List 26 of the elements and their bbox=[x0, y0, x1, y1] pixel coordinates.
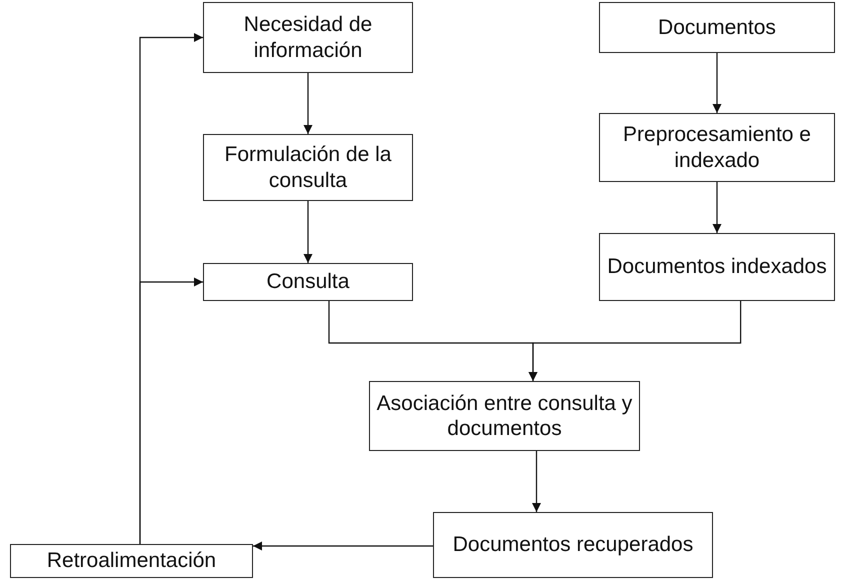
process-box bbox=[203, 263, 413, 301]
process-box bbox=[599, 233, 835, 301]
process-box bbox=[433, 512, 713, 578]
box-label: Consulta bbox=[266, 269, 350, 295]
box-label: Preprocesamiento e indexado bbox=[622, 122, 812, 173]
process-box bbox=[369, 381, 640, 451]
arrow bbox=[304, 73, 312, 134]
arrow bbox=[712, 53, 722, 113]
box-label: Retroalimentación bbox=[46, 548, 216, 574]
box-label: Asociación entre consulta y documentos bbox=[376, 390, 634, 442]
box-label: Necesidad de información bbox=[242, 12, 374, 63]
box-label: Documentos bbox=[658, 14, 776, 40]
arrow bbox=[139, 278, 203, 544]
process-box bbox=[599, 2, 835, 53]
box-label: Formulación de la consulta bbox=[224, 142, 392, 193]
arrow bbox=[304, 201, 312, 263]
arrow bbox=[712, 182, 722, 233]
process-box bbox=[10, 544, 253, 578]
process-box bbox=[599, 113, 835, 182]
arrow bbox=[528, 301, 742, 381]
process-box bbox=[203, 2, 413, 73]
arrow bbox=[253, 542, 433, 550]
arrow bbox=[532, 451, 541, 512]
process-box bbox=[203, 134, 413, 201]
box-label: Documentos indexados bbox=[607, 254, 827, 280]
box-label: Documentos recuperados bbox=[452, 532, 694, 558]
